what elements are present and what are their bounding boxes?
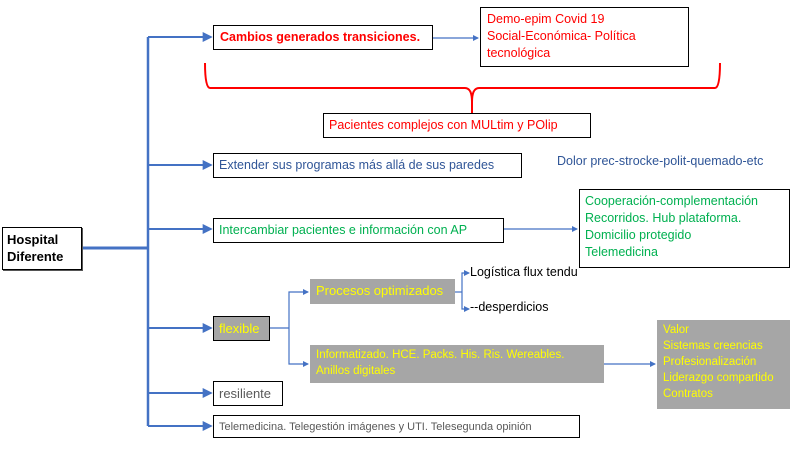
- node-valor-detail[interactable]: Valor Sistemas creencias Profesionalizac…: [657, 320, 790, 409]
- node-label: flexible: [219, 321, 260, 336]
- root-line: Hospital: [7, 232, 59, 247]
- node-label: Extender sus programas más allá de sus p…: [219, 158, 495, 172]
- procesos-to-desperdicios-arrow: [461, 292, 470, 312]
- procesos-to-logistica-arrow: [461, 270, 470, 292]
- detail-line: Liderazgo compartido: [663, 372, 774, 384]
- detail-line: Contratos: [663, 388, 713, 400]
- node-cambios-generados[interactable]: Cambios generados transiciones.: [213, 25, 433, 50]
- detail-line: Sistemas creencias: [663, 340, 763, 352]
- node-demo-epim-detail[interactable]: Demo-epim Covid 19 Social-Económica- Pol…: [480, 7, 689, 67]
- detail-line: Valor: [663, 324, 689, 336]
- node-extender-programas[interactable]: Extender sus programas más allá de sus p…: [213, 153, 522, 178]
- node-flexible[interactable]: flexible: [213, 316, 270, 341]
- detail-line: Recorridos. Hub plataforma.: [585, 211, 742, 225]
- node-telemedicina[interactable]: Telemedicina. Telegestión imágenes y UTI…: [213, 415, 580, 438]
- node-line: Anillos digitales: [316, 365, 396, 377]
- detail-line: Cooperación-complementación: [585, 194, 759, 208]
- node-label: resiliente: [219, 386, 272, 401]
- node-desperdicios[interactable]: --desperdicios: [470, 299, 590, 317]
- note-text: Dolor prec-strocke-polit-quemado-etc: [557, 154, 764, 168]
- node-pacientes-complejos[interactable]: Pacientes complejos con MULtim y POlip: [323, 113, 591, 138]
- root-node-hospital-diferente[interactable]: Hospital Diferente: [2, 227, 82, 270]
- flexible-to-informatizado-arrow: [288, 328, 309, 367]
- detail-line: Demo-epim Covid 19: [487, 12, 605, 26]
- detail-line: Profesionalización: [663, 356, 757, 368]
- node-label: Intercambiar pacientes e información con…: [219, 223, 468, 237]
- node-label: Logística flux tendu: [470, 265, 578, 279]
- node-label: --desperdicios: [470, 300, 549, 314]
- node-line: Informatizado. HCE. Packs. His. Ris. Wer…: [316, 349, 565, 361]
- node-procesos-optimizados[interactable]: Procesos optimizados: [310, 279, 455, 304]
- node-resiliente[interactable]: resiliente: [213, 381, 283, 406]
- node-label: Cambios generados transiciones.: [220, 30, 421, 44]
- node-intercambiar-pacientes[interactable]: Intercambiar pacientes e información con…: [213, 218, 504, 243]
- detail-line: Social-Económica- Política: [487, 29, 636, 43]
- red-brace: [204, 62, 721, 103]
- node-informatizado[interactable]: Informatizado. HCE. Packs. His. Ris. Wer…: [310, 345, 604, 383]
- root-line: Diferente: [7, 249, 64, 264]
- node-label: Procesos optimizados: [316, 283, 444, 298]
- node-logistica-flux-tendu[interactable]: Logística flux tendu: [470, 264, 610, 282]
- node-label: Telemedicina. Telegestión imágenes y UTI…: [219, 421, 532, 433]
- note-dolor: Dolor prec-strocke-polit-quemado-etc: [557, 153, 797, 173]
- detail-line: Telemedicina: [585, 245, 658, 259]
- flexible-to-procesos-arrow: [288, 289, 309, 328]
- node-cooperacion-detail[interactable]: Cooperación-complementación Recorridos. …: [579, 189, 790, 268]
- detail-line: tecnológica: [487, 46, 551, 60]
- node-label: Pacientes complejos con MULtim y POlip: [329, 118, 558, 132]
- detail-line: Domicilio protegido: [585, 228, 692, 242]
